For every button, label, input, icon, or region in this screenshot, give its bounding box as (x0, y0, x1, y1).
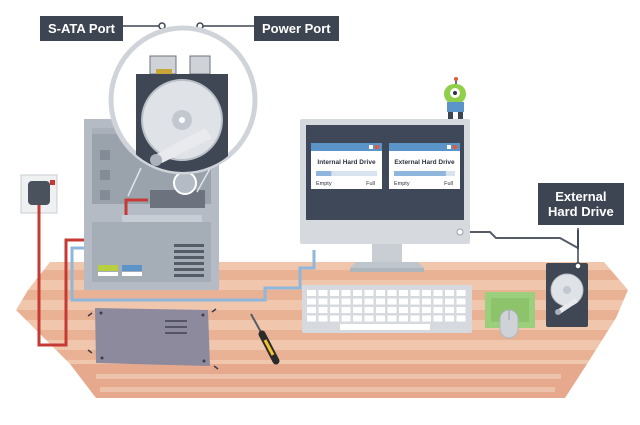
keyboard-key (376, 307, 385, 313)
window-title: Internal Hard Drive (317, 159, 376, 166)
keyboard-spacebar (340, 324, 430, 330)
keyboard-key (422, 315, 431, 322)
keyboard-key (330, 298, 339, 305)
keyboard-key (399, 290, 408, 296)
sata-port-callout: S-ATA Port (40, 16, 123, 41)
side-panel (87, 308, 219, 370)
keyboard-key (364, 298, 374, 305)
screwdriver (250, 313, 280, 365)
keyboard-key (353, 298, 362, 305)
internal-drive-window-text: Internal Hard Drive Empty Full (311, 143, 382, 189)
keyboard-key (341, 315, 351, 322)
monitor (300, 119, 579, 272)
keyboard-key (318, 298, 328, 305)
external-hard-drive-callout: External Hard Drive (538, 183, 624, 225)
external-drive-window-text: External Hard Drive Empty Full (389, 143, 460, 189)
keyboard-key (318, 315, 328, 322)
keyboard-key (456, 298, 466, 305)
keyboard-key (399, 315, 408, 322)
keyboard-key (307, 298, 316, 305)
keyboard (302, 285, 472, 333)
capacity-bar-fill (394, 171, 446, 176)
keyboard-key (445, 290, 454, 296)
keyboard-key (353, 290, 362, 296)
keyboard-key (456, 315, 466, 322)
keyboard-key (364, 315, 374, 322)
keyboard-key (330, 307, 339, 313)
keyboard-key (364, 307, 374, 313)
keyboard-key (318, 307, 328, 313)
keyboard-key (330, 315, 339, 322)
drive-window-internal (311, 143, 382, 189)
keyboard-key (422, 298, 431, 305)
keyboard-key (376, 290, 385, 296)
keyboard-key (410, 315, 420, 322)
keyboard-key (456, 307, 466, 313)
keyboard-key (422, 290, 431, 296)
keyboard-key (353, 307, 362, 313)
keyboard-key (341, 307, 351, 313)
keyboard-key (318, 290, 328, 296)
external-hard-drive (546, 228, 588, 327)
keyboard-key (307, 315, 316, 322)
keyboard-key (387, 315, 397, 322)
keyboard-key (376, 298, 385, 305)
keyboard-key (410, 290, 420, 296)
internal-hard-drive (136, 55, 228, 172)
keyboard-key (341, 298, 351, 305)
magnifier-lens (40, 22, 258, 197)
keyboard-key (387, 290, 397, 296)
keyboard-key (307, 307, 316, 313)
wall-socket (20, 174, 58, 214)
keyboard-key (330, 290, 339, 296)
empty-label: Empty (316, 181, 332, 187)
keyboard-key (376, 315, 385, 322)
keyboard-key (341, 290, 351, 296)
drive-window-external (389, 143, 460, 189)
window-title: External Hard Drive (394, 159, 455, 166)
keyboard-key (445, 315, 454, 322)
keyboard-key (387, 307, 397, 313)
keyboard-key (364, 290, 374, 296)
keyboard-key (433, 290, 443, 296)
keyboard-key (456, 290, 466, 296)
keyboard-key (433, 307, 443, 313)
keyboard-key (433, 298, 443, 305)
capacity-bar-fill (316, 171, 332, 176)
keyboard-key (445, 307, 454, 313)
keyboard-key (422, 307, 431, 313)
desk-front-edge (70, 364, 587, 398)
keyboard-key (445, 298, 454, 305)
keyboard-key (387, 298, 397, 305)
full-label: Full (366, 181, 375, 187)
keyboard-key (410, 298, 420, 305)
empty-label: Empty (394, 181, 410, 187)
keyboard-key (410, 307, 420, 313)
power-cable (37, 205, 86, 347)
keyboard-key (399, 298, 408, 305)
keyboard-key (399, 307, 408, 313)
keyboard-key (307, 290, 316, 296)
keyboard-key (433, 315, 443, 322)
full-label: Full (444, 181, 453, 187)
data-cable-floor (70, 246, 316, 302)
keyboard-key (353, 315, 362, 322)
power-port-callout: Power Port (254, 16, 339, 41)
mouse (499, 309, 519, 339)
robot-figurine (444, 77, 466, 119)
